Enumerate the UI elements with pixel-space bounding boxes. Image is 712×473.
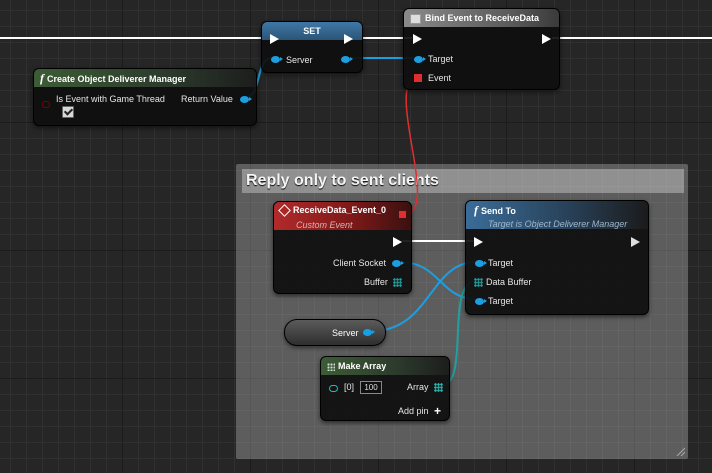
send-exec-out-icon[interactable] [631, 237, 640, 247]
set-server-out-pin-icon[interactable] [341, 56, 353, 63]
receive-event-header[interactable]: ReceiveData_Event_0 Custom Event [274, 202, 411, 230]
set-server-in-pin-icon[interactable] [271, 56, 283, 63]
function-icon: f [40, 71, 44, 85]
client-socket-label: Client Socket [333, 258, 387, 268]
bind-event-icon [410, 13, 421, 24]
bind-event-pin-icon[interactable] [414, 74, 422, 82]
make-array-node[interactable]: Make Array [0] 100 Array Add pin + [320, 356, 450, 421]
array-out-pin-icon[interactable] [434, 383, 443, 392]
server-variable-node[interactable]: Server [284, 319, 386, 346]
delegate-wire-event [403, 77, 419, 215]
data-buffer-label: Data Buffer [486, 277, 532, 287]
set-title: SET [303, 26, 321, 36]
send-to-subtitle: Target is Object Deliverer Manager [488, 219, 628, 229]
resize-grip-icon[interactable] [675, 446, 685, 456]
array-icon [327, 362, 335, 371]
array-out-label: Array [407, 382, 429, 392]
set-header[interactable]: SET [262, 22, 362, 40]
index-label: [0] [344, 382, 355, 392]
is-event-label: Is Event with Game Thread [56, 94, 165, 104]
set-server-label: Server [286, 55, 313, 65]
bind-target-pin-icon[interactable] [414, 56, 426, 63]
event-icon [278, 204, 291, 217]
send-target2-label: Target [488, 296, 514, 306]
receive-event-title: ReceiveData_Event_0 [293, 205, 387, 215]
receive-event-node[interactable]: ReceiveData_Event_0 Custom Event Client … [273, 201, 412, 294]
bind-exec-in-icon[interactable] [413, 34, 422, 44]
add-pin-label[interactable]: Add pin [398, 406, 429, 416]
make-array-header[interactable]: Make Array [321, 357, 449, 375]
bind-event-header[interactable]: Bind Event to ReceiveData [404, 9, 559, 27]
send-target-label: Target [488, 258, 514, 268]
send-target2-pin-icon[interactable] [475, 298, 487, 305]
object-wire-server-target [371, 261, 477, 332]
client-socket-pin-icon[interactable] [392, 260, 404, 267]
bind-event-title: Bind Event to ReceiveData [425, 13, 540, 23]
return-value-label: Return Value [181, 94, 233, 104]
server-variable-label: Server [332, 328, 359, 338]
index-value-input[interactable]: 100 [360, 381, 382, 394]
bind-event-label: Event [428, 73, 452, 83]
index-pin-icon[interactable] [329, 385, 338, 392]
set-node[interactable]: SET Server [261, 21, 363, 73]
bind-target-label: Target [428, 54, 454, 64]
buffer-label: Buffer [364, 277, 388, 287]
receive-exec-out-icon[interactable] [393, 237, 402, 247]
make-array-title: Make Array [338, 361, 387, 371]
bool-pin-icon[interactable] [42, 101, 50, 108]
send-exec-in-icon[interactable] [474, 237, 483, 247]
bind-event-node[interactable]: Bind Event to ReceiveData Target Event [403, 8, 560, 90]
comment-title[interactable]: Reply only to sent clients [242, 169, 684, 193]
send-target-pin-icon[interactable] [475, 260, 487, 267]
send-to-title: Send To [481, 206, 516, 216]
add-pin-icon[interactable]: + [434, 404, 442, 418]
server-variable-pin-icon[interactable] [363, 329, 375, 336]
data-buffer-pin-icon[interactable] [474, 278, 483, 287]
receive-event-subtitle: Custom Event [296, 220, 353, 230]
function-icon: f [474, 203, 478, 217]
is-event-checkbox[interactable] [62, 106, 74, 118]
set-exec-out-icon[interactable] [344, 34, 353, 44]
buffer-array-pin-icon[interactable] [393, 278, 402, 287]
return-value-pin-icon[interactable] [240, 96, 252, 103]
bind-exec-out-icon[interactable] [542, 34, 551, 44]
delegate-out-pin-icon[interactable] [399, 211, 406, 218]
create-manager-title: Create Object Deliverer Manager [47, 74, 187, 84]
set-exec-in-icon[interactable] [270, 34, 279, 44]
